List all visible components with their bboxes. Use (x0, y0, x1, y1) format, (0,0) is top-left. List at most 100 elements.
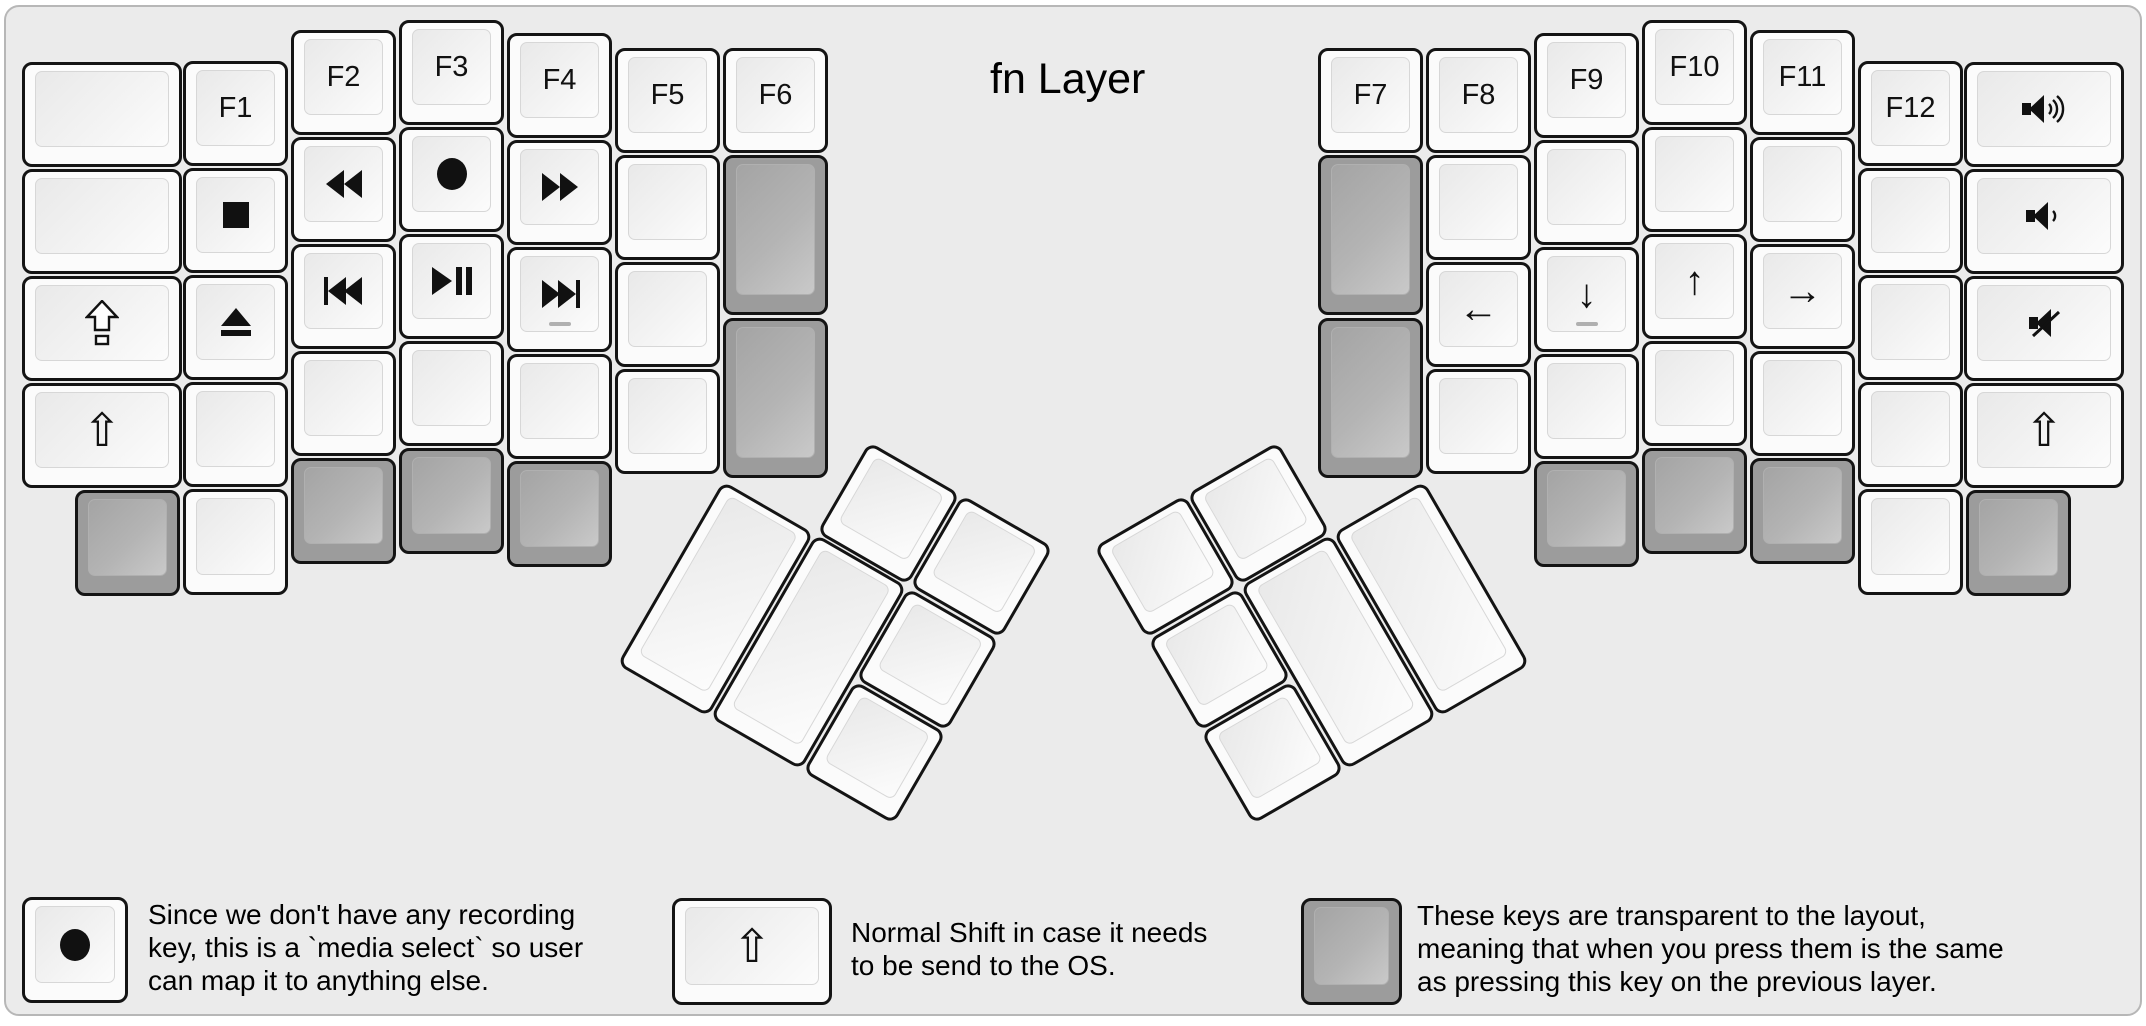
key-transparent[interactable] (1534, 461, 1639, 567)
key-blank[interactable] (1534, 354, 1639, 459)
key-blank[interactable] (1750, 351, 1855, 456)
keycap-surface: ⇧ (35, 392, 169, 468)
key-blank[interactable] (615, 155, 720, 260)
key-transparent[interactable] (1318, 318, 1423, 478)
keycap-surface (628, 378, 707, 454)
key-f4[interactable]: F4 (507, 33, 612, 138)
keycap-surface: ⇧ (685, 907, 819, 985)
key-label: F2 (326, 60, 361, 93)
key-f9[interactable]: F9 (1534, 33, 1639, 138)
key-volume-down[interactable] (1964, 169, 2124, 274)
key-f3[interactable]: F3 (399, 20, 504, 125)
fast-forward-icon (541, 173, 578, 201)
previous-track-icon (323, 277, 364, 305)
key-f2[interactable]: F2 (291, 30, 396, 135)
keycap-surface (1547, 363, 1626, 439)
key-arrow-up[interactable]: ↑ (1642, 234, 1747, 339)
keycap-surface (736, 327, 815, 458)
key-transparent[interactable] (1750, 458, 1855, 564)
keycap-surface (1439, 164, 1518, 240)
key-f1[interactable]: F1 (183, 61, 288, 166)
keycap-surface (304, 467, 383, 544)
key-transparent[interactable] (399, 448, 504, 554)
key-f5[interactable]: F5 (615, 48, 720, 153)
key-transparent[interactable] (75, 490, 180, 596)
key-blank[interactable] (1750, 137, 1855, 242)
keycap-surface: F3 (412, 29, 491, 105)
shift-icon: ⇧ (82, 404, 122, 456)
keycap-surface (1655, 136, 1734, 212)
key-transparent[interactable] (723, 155, 828, 315)
stop-icon (221, 200, 251, 230)
keycap-surface (628, 271, 707, 347)
key-blank[interactable] (1534, 140, 1639, 245)
keycap-surface (1763, 360, 1842, 436)
key-eject[interactable] (183, 275, 288, 380)
key-blank[interactable] (1426, 155, 1531, 260)
key-arrow-left[interactable]: ← (1426, 262, 1531, 367)
key-rewind[interactable] (291, 137, 396, 242)
key-caps-lock[interactable] (22, 276, 182, 381)
keycap-surface: ⇧ (1977, 392, 2111, 468)
play-pause-icon (431, 267, 472, 295)
key-blank[interactable] (1858, 382, 1963, 487)
key-shift[interactable]: ⇧ (1964, 383, 2124, 488)
layer-title: fn Layer (990, 55, 1146, 103)
key-blank[interactable] (615, 369, 720, 474)
key-f12[interactable]: F12 (1858, 61, 1963, 166)
key-volume-up[interactable] (1964, 62, 2124, 167)
key-blank[interactable] (291, 351, 396, 456)
keycap-surface (304, 360, 383, 436)
key-stop[interactable] (183, 168, 288, 273)
key-blank[interactable] (615, 262, 720, 367)
key-transparent[interactable] (507, 461, 612, 567)
caps-lock-icon (85, 300, 119, 346)
key-arrow-right[interactable]: → (1750, 244, 1855, 349)
key-arrow-down[interactable]: ↓ (1534, 247, 1639, 352)
keycap-surface: F9 (1547, 42, 1626, 118)
key-blank[interactable] (1858, 275, 1963, 380)
key-fast-forward[interactable] (507, 140, 612, 245)
legend-key-sample (22, 897, 128, 1003)
key-blank[interactable] (1642, 127, 1747, 232)
key-f11[interactable]: F11 (1750, 30, 1855, 135)
key-f6[interactable]: F6 (723, 48, 828, 153)
key-shift[interactable]: ⇧ (22, 383, 182, 488)
key-blank[interactable] (399, 341, 504, 446)
legend-key-sample: ⇧ (672, 898, 832, 1005)
key-label: F1 (218, 91, 253, 124)
keycap-surface (304, 146, 383, 222)
key-blank[interactable] (183, 382, 288, 487)
key-blank[interactable] (183, 489, 288, 595)
key-blank[interactable] (1426, 369, 1531, 474)
key-blank[interactable] (22, 62, 182, 167)
keycap-surface (1871, 284, 1950, 360)
key-label: F7 (1353, 78, 1388, 111)
key-f10[interactable]: F10 (1642, 20, 1747, 125)
key-next-track[interactable] (507, 247, 612, 352)
volume-down-icon (2026, 199, 2062, 233)
key-blank[interactable] (1858, 489, 1963, 595)
key-blank[interactable] (1858, 168, 1963, 273)
next-track-icon (540, 280, 580, 308)
arrow-right-icon: → (1782, 269, 1823, 313)
key-blank[interactable] (22, 169, 182, 274)
key-transparent[interactable] (1318, 155, 1423, 315)
key-transparent[interactable] (1966, 490, 2071, 596)
key-f8[interactable]: F8 (1426, 48, 1531, 153)
keycap-surface (196, 284, 275, 360)
key-play-pause[interactable] (399, 234, 504, 339)
key-mute[interactable] (1964, 276, 2124, 381)
key-record[interactable] (399, 127, 504, 232)
key-f7[interactable]: F7 (1318, 48, 1423, 153)
key-prev-track[interactable] (291, 244, 396, 349)
key-transparent[interactable] (291, 458, 396, 564)
key-blank[interactable] (507, 354, 612, 459)
key-transparent[interactable] (723, 318, 828, 478)
key-transparent[interactable] (1642, 448, 1747, 554)
key-blank[interactable] (1642, 341, 1747, 446)
key-label: F10 (1669, 50, 1720, 83)
keycap-surface (1871, 391, 1950, 467)
arrow-left-icon: ← (1458, 287, 1499, 331)
